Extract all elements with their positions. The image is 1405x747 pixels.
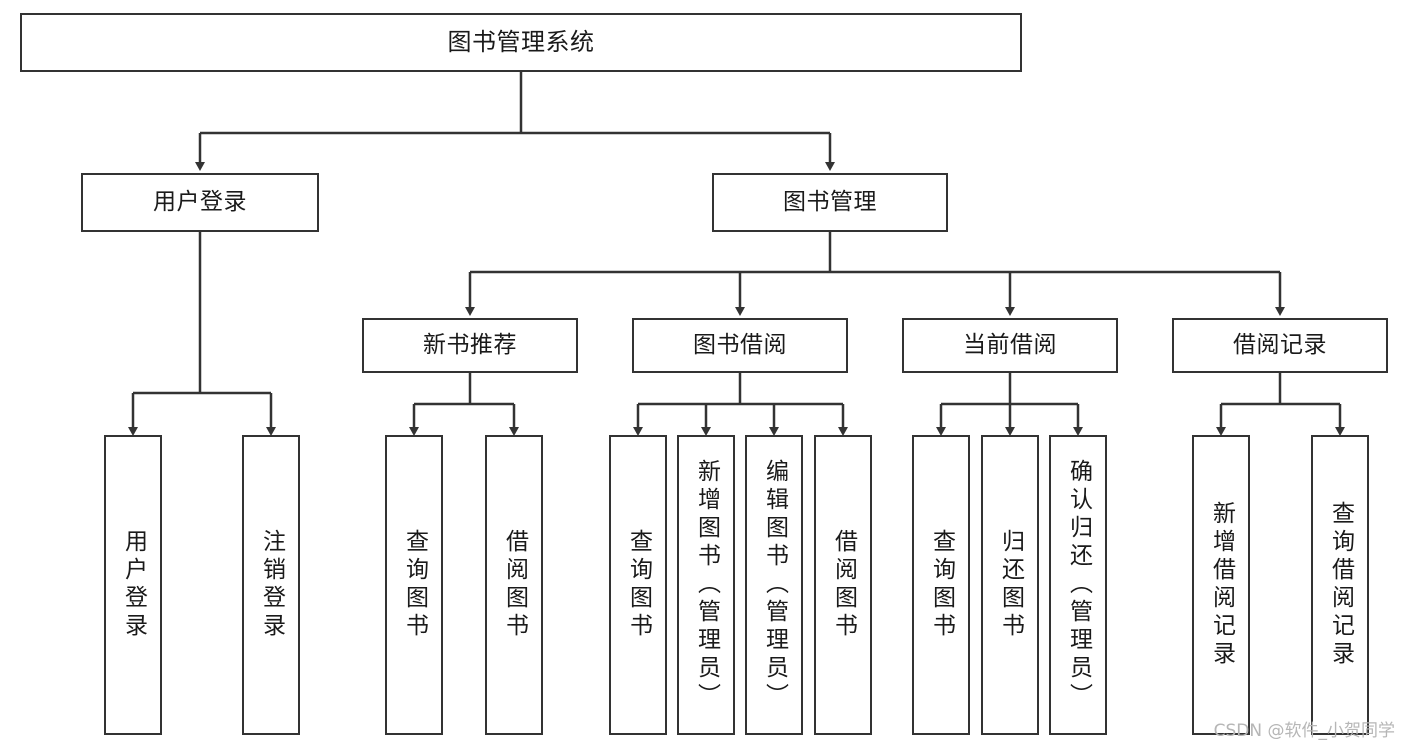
leaf-add-book-admin[interactable]: 新增图书（管理员） — [677, 435, 735, 735]
leaf-return-book[interactable]: 归还图书 — [981, 435, 1039, 735]
node-label: 新书推荐 — [423, 331, 517, 358]
node-label: 查询图书 — [928, 529, 955, 641]
leaf-query-borrow-record[interactable]: 查询借阅记录 — [1311, 435, 1369, 735]
watermark: CSDN @软件_小贺同学 — [1213, 721, 1395, 741]
node-label: 图书管理 — [783, 188, 877, 215]
leaf-query-book-current[interactable]: 查询图书 — [912, 435, 970, 735]
node-label: 当前借阅 — [963, 331, 1057, 358]
node-current-borrow[interactable]: 当前借阅 — [902, 318, 1118, 373]
leaf-query-book-borrow[interactable]: 查询图书 — [609, 435, 667, 735]
node-label: 图书管理系统 — [447, 28, 595, 57]
leaf-edit-book-admin[interactable]: 编辑图书（管理员） — [745, 435, 803, 735]
node-label: 查询图书 — [625, 529, 652, 641]
node-label: 借阅记录 — [1233, 331, 1327, 358]
leaf-user-login[interactable]: 用户登录 — [104, 435, 162, 735]
node-label: 图书借阅 — [693, 331, 787, 358]
leaf-user-logout[interactable]: 注销登录 — [242, 435, 300, 735]
node-book-borrow[interactable]: 图书借阅 — [632, 318, 848, 373]
node-label: 用户登录 — [120, 529, 147, 641]
leaf-borrow-book-recommend[interactable]: 借阅图书 — [485, 435, 543, 735]
leaf-query-book-recommend[interactable]: 查询图书 — [385, 435, 443, 735]
node-label: 借阅图书 — [501, 529, 528, 641]
leaf-add-borrow-record[interactable]: 新增借阅记录 — [1192, 435, 1250, 735]
node-borrow-record[interactable]: 借阅记录 — [1172, 318, 1388, 373]
node-label: 查询图书 — [401, 529, 428, 641]
node-label: 新增借阅记录 — [1208, 501, 1235, 669]
node-label: 注销登录 — [258, 529, 285, 641]
node-label: 编辑图书（管理员） — [761, 459, 788, 711]
node-root-system[interactable]: 图书管理系统 — [20, 13, 1022, 72]
leaf-confirm-return-admin[interactable]: 确认归还（管理员） — [1049, 435, 1107, 735]
node-user-login[interactable]: 用户登录 — [81, 173, 319, 232]
node-label: 新增图书（管理员） — [693, 459, 720, 711]
node-label: 用户登录 — [153, 188, 247, 215]
node-label: 查询借阅记录 — [1327, 501, 1354, 669]
leaf-borrow-book[interactable]: 借阅图书 — [814, 435, 872, 735]
node-label: 借阅图书 — [830, 529, 857, 641]
node-book-management[interactable]: 图书管理 — [712, 173, 948, 232]
node-label: 确认归还（管理员） — [1065, 459, 1092, 711]
node-new-book-recommend[interactable]: 新书推荐 — [362, 318, 578, 373]
node-label: 归还图书 — [997, 529, 1024, 641]
